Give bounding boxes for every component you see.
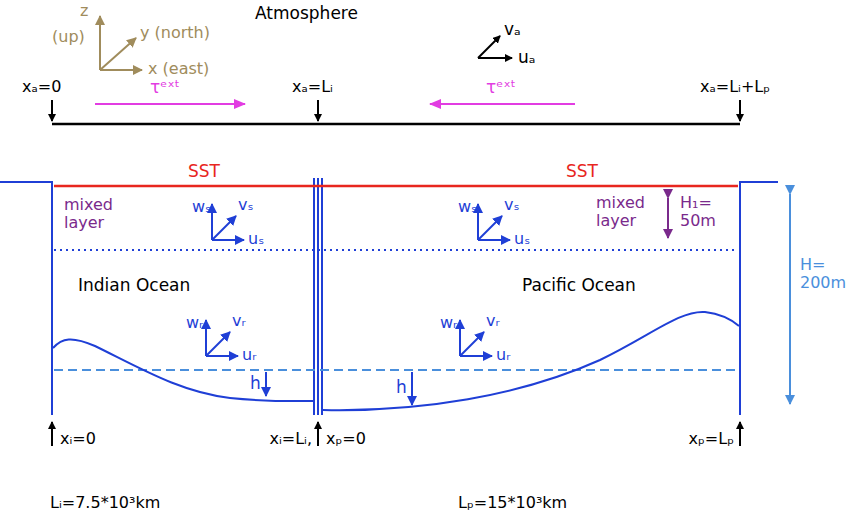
basin-name: Indian Ocean <box>78 276 190 296</box>
velocity-label: uᵣ <box>242 346 256 364</box>
position-label: xᵢ=0 <box>60 430 96 448</box>
length-label: Lₚ=15*10³km <box>458 494 567 512</box>
position-label: xₐ=Lᵢ <box>292 78 333 96</box>
velocity-label: uₛ <box>514 230 530 248</box>
velocity-label: uᵣ <box>496 346 510 364</box>
position-label: xₐ=Lᵢ+Lₚ <box>700 78 770 96</box>
velocity-label: wᵣ <box>186 314 203 332</box>
thermocline-depth: h <box>250 374 261 394</box>
axis-label: y (north) <box>140 24 210 42</box>
basin-name: Pacific Ocean <box>522 276 636 296</box>
velocity-label: wₛ <box>192 198 211 216</box>
velocity-label: vₛ <box>238 196 253 214</box>
atmosphere-title: Atmosphere <box>255 4 358 24</box>
axis-label: (up) <box>52 28 85 46</box>
wind-stress-label: τᵉˣᵗ <box>486 78 516 98</box>
velocity-label: uₛ <box>248 230 264 248</box>
mixed-layer-label: mixed layer <box>596 194 645 231</box>
wind-label: uₐ <box>518 48 535 68</box>
velocity-label: wₛ <box>458 198 477 216</box>
velocity-label: vᵣ <box>232 312 246 330</box>
velocity-label: vᵣ <box>486 312 500 330</box>
total-depth: H= 200m <box>800 256 846 293</box>
mixed-layer-depth: H₁= 50m <box>680 194 716 231</box>
mixed-layer-label: mixed layer <box>64 196 113 233</box>
thermocline-depth: h <box>396 378 407 398</box>
wind-stress-label: τᵉˣᵗ <box>150 78 180 98</box>
axis-label: z <box>80 2 88 20</box>
wind-label: vₐ <box>504 20 521 40</box>
velocity-label: vₛ <box>504 196 519 214</box>
axis-label: x (east) <box>148 60 209 78</box>
position-label: xᵢ=Lᵢ, <box>269 430 312 448</box>
length-label: Lᵢ=7.5*10³km <box>50 494 160 512</box>
position-label: xₚ=Lₚ <box>689 430 735 448</box>
velocity-label: wᵣ <box>440 314 457 332</box>
sst-label: SST <box>566 162 598 182</box>
position-label: xₚ=0 <box>326 430 366 448</box>
position-label: xₐ=0 <box>22 78 61 96</box>
sst-label: SST <box>188 162 220 182</box>
